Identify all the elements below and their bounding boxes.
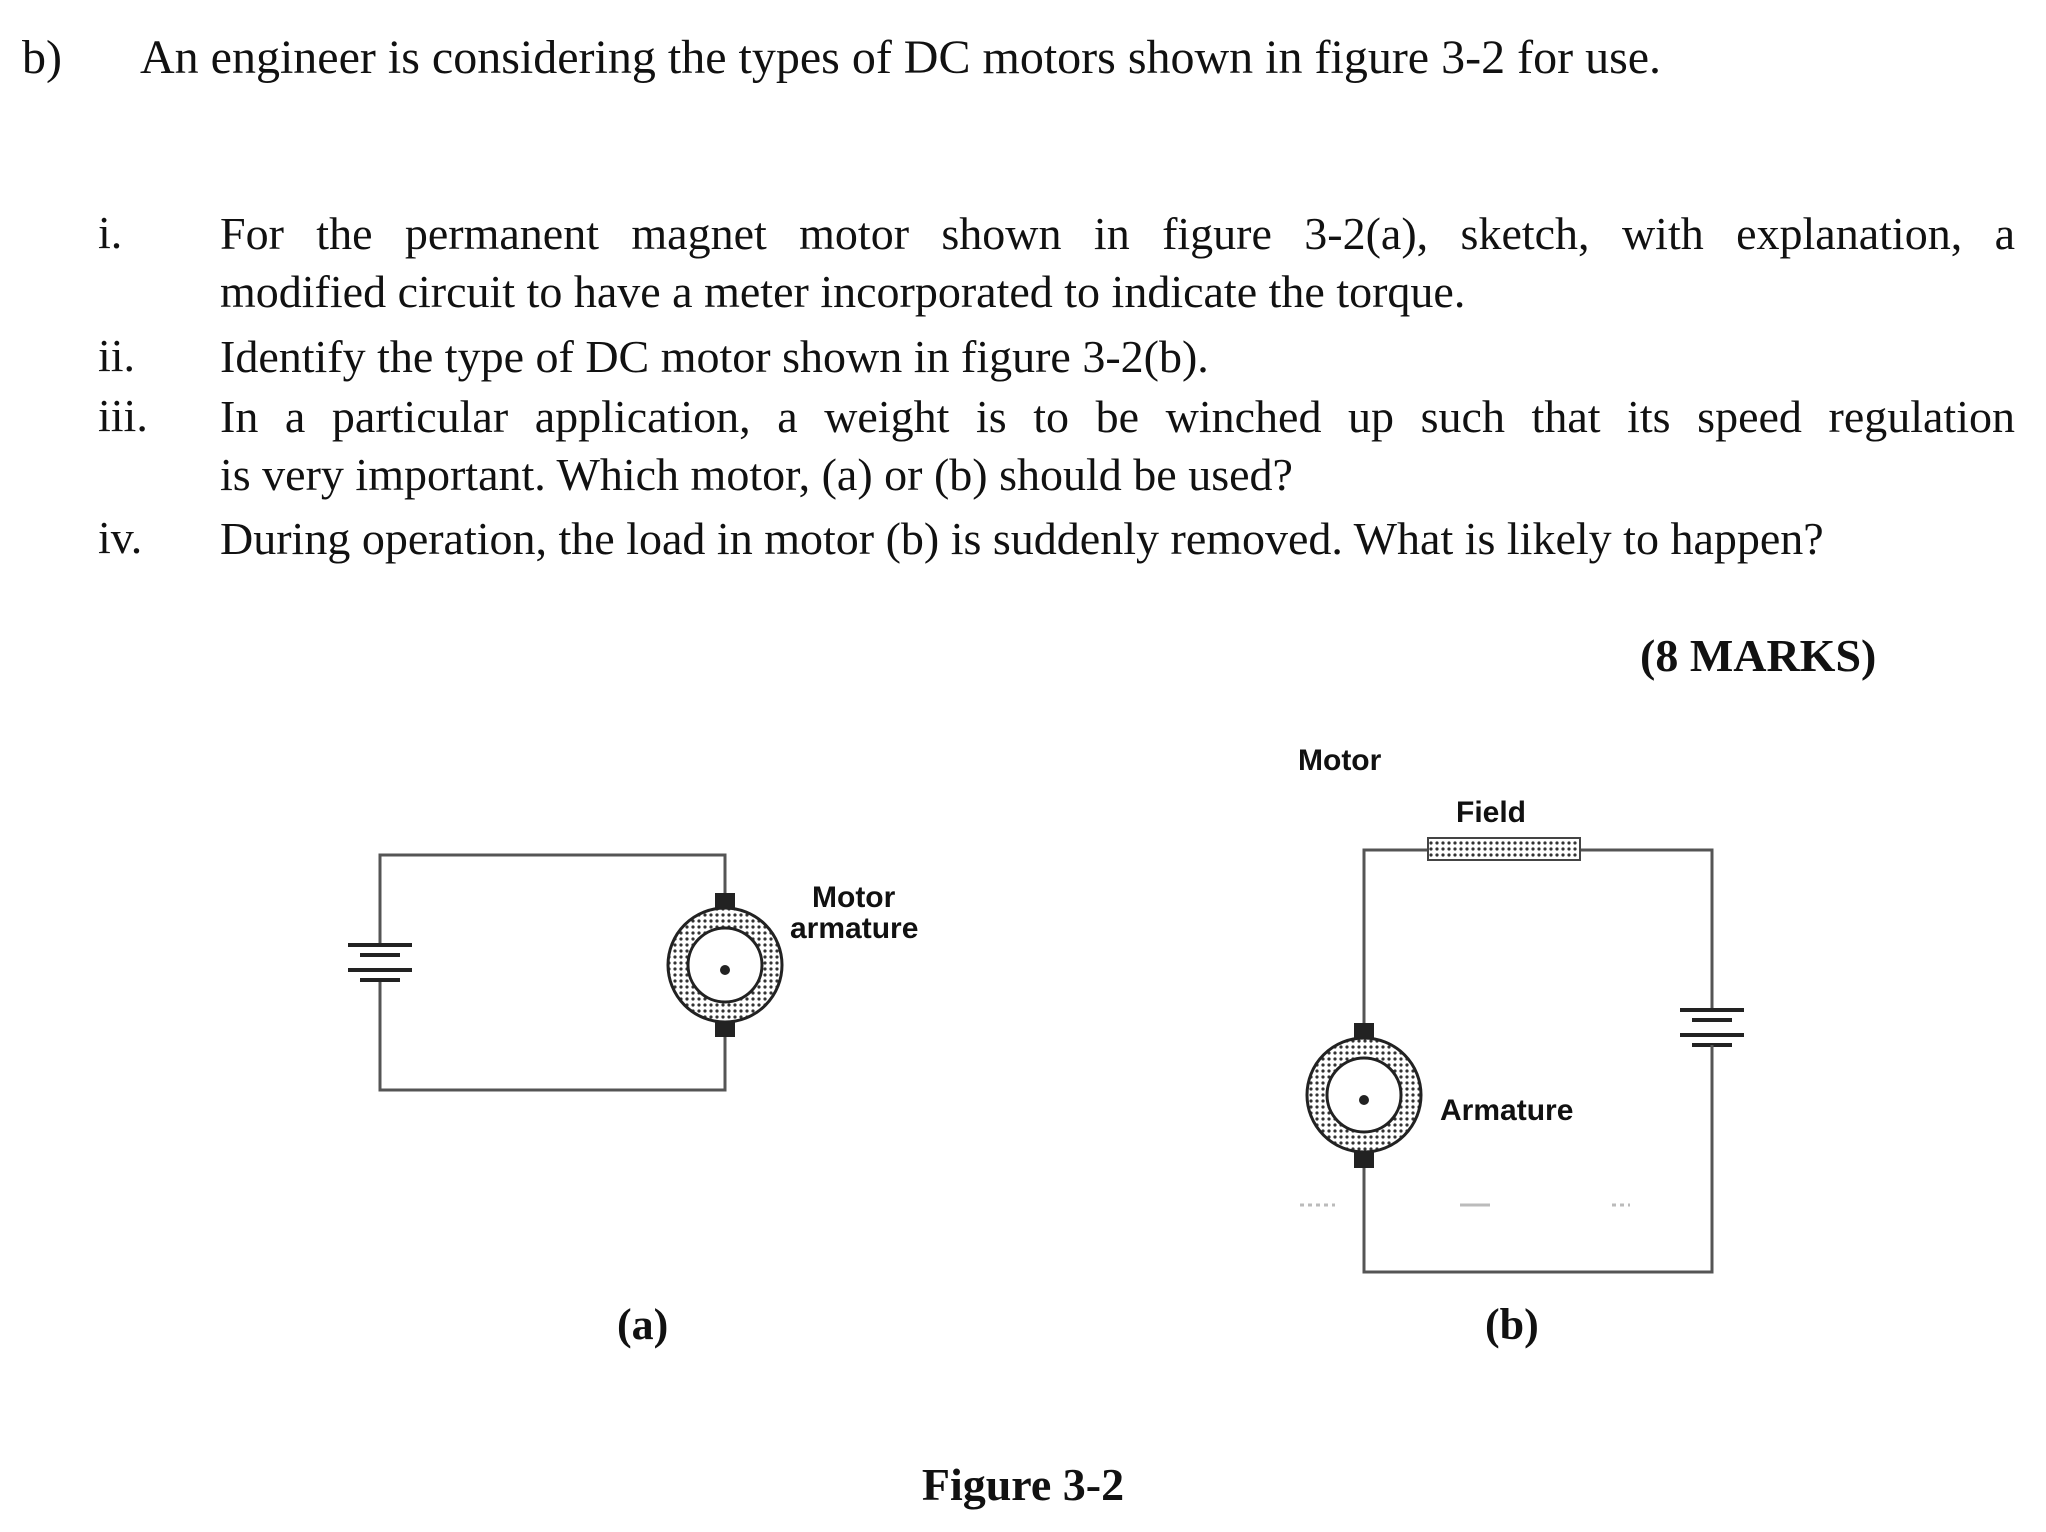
item-ii-line-1: Identify the type of DC motor shown in f…	[220, 331, 1209, 382]
field-winding-symbol	[1427, 837, 1581, 861]
circuit-a-wire-bottom	[378, 980, 727, 1092]
circuit-a-wire-top	[378, 853, 727, 945]
caption-a: (a)	[617, 1300, 669, 1349]
circuit-b: Motor Field Armature	[1298, 744, 1744, 1274]
motor-b-top-label: Motor	[1298, 744, 1382, 777]
item-iv-line-1: During operation, the load in motor (b) …	[220, 513, 1824, 564]
circuit-b-wire-bottom	[1362, 1045, 1714, 1274]
circuit-b-wire-left-top	[1362, 848, 1428, 1025]
field-b-label: Field	[1456, 796, 1526, 829]
item-iv: During operation, the load in motor (b) …	[220, 510, 2015, 568]
figure-title: Figure 3-2	[921, 1459, 1125, 1510]
item-i-line-2: modified circuit to have a meter incorpo…	[220, 266, 1466, 317]
motor-a-armature-symbol	[666, 893, 784, 1037]
motor-a-label-line-1: Motor	[812, 881, 896, 914]
item-number-iii: iii.	[98, 390, 148, 441]
caption-b: (b)	[1485, 1300, 1539, 1349]
motor-a-label-line-2: armature	[790, 912, 918, 945]
marks-label: (8 MARKS)	[1640, 630, 1877, 681]
question-label: b)	[22, 31, 62, 84]
question-text: An engineer is considering the types of …	[140, 31, 1662, 84]
item-number-ii: ii.	[98, 330, 136, 381]
item-iii-line-2: is very important. Which motor, (a) or (…	[220, 449, 1293, 500]
item-number-iv: iv.	[98, 512, 143, 563]
circuit-a: Motor armature	[348, 853, 918, 1092]
item-number-i: i.	[98, 207, 123, 258]
motor-b-armature-symbol	[1305, 1023, 1423, 1168]
item-iii: In a particular application, a weight is…	[220, 388, 2015, 504]
item-i-line-1: For the permanent magnet motor shown in …	[220, 208, 2015, 259]
circuit-b-wire-right-top	[1580, 848, 1714, 1010]
armature-b-label: Armature	[1440, 1094, 1573, 1127]
item-iii-line-1: In a particular application, a weight is…	[220, 391, 2015, 442]
item-ii: Identify the type of DC motor shown in f…	[220, 328, 2015, 386]
battery-b-symbol	[1680, 1008, 1744, 1047]
battery-a-symbol	[348, 943, 412, 982]
item-i: For the permanent magnet motor shown in …	[220, 205, 2015, 321]
